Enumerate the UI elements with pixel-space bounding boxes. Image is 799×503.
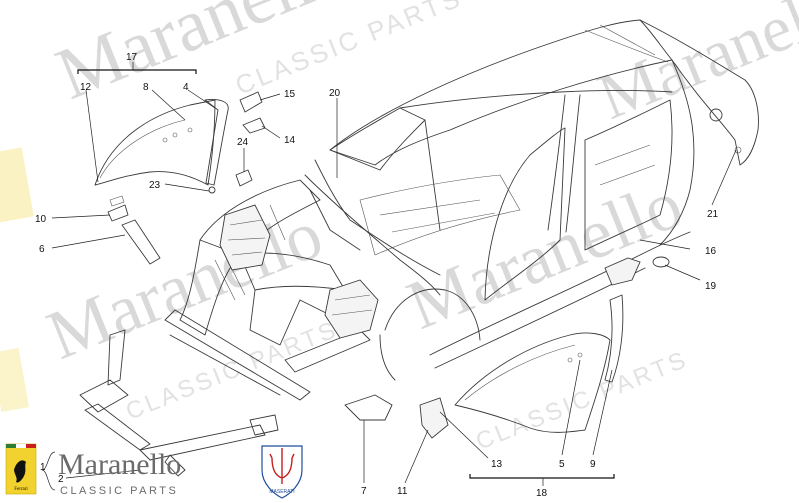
callout-9: 9 [590,459,596,470]
callout-6: 6 [39,244,45,255]
logo-subtitle-text: CLASSIC PARTS [60,485,178,497]
callout-11: 11 [397,486,408,497]
small-plate-24 [235,169,253,187]
callout-2: 2 [58,474,64,485]
side-bracket-19-area [604,257,641,286]
front-crash-structure [79,329,279,477]
callout-13: 13 [491,459,503,470]
fender-liner-strip [204,99,229,186]
callout-4: 4 [183,82,189,93]
callout-5: 5 [559,459,565,470]
small-clip-14 [242,117,266,134]
watermark-badge-top [0,147,34,223]
callout-14: 14 [284,135,296,146]
callout-19: 19 [705,281,717,292]
front-fender-left [94,99,216,186]
bracket-6 [121,219,161,265]
callout-16: 16 [705,246,717,257]
grommet-19 [652,256,670,268]
watermark-brand-3: Maranello [397,166,693,345]
callout-labels: 17 12 8 4 15 14 24 20 23 10 6 21 16 19 7… [35,52,719,499]
callout-17: 17 [126,52,138,63]
callout-12: 12 [80,82,92,93]
callout-21: 21 [707,209,719,220]
callout-18: 18 [536,488,548,499]
maserati-emblem-text: MASERATI [269,489,294,495]
front-fender-right [454,332,611,433]
ferrari-badge: Ferrari [5,443,37,495]
callout-10: 10 [35,214,47,225]
callout-15: 15 [284,89,296,100]
callout-2-leader [65,469,141,479]
logo-brand-text: Maranello [58,448,181,481]
watermark-subtitle-3: CLASSIC PARTS [472,346,692,456]
clip-10 [107,195,129,222]
maserati-emblem: MASERATI [261,445,303,499]
watermark-brand-4: Maranello [588,0,799,134]
watermark-badge-middle [0,348,29,412]
fender-strip-9 [604,294,624,383]
callout-1: 1 [40,462,46,473]
clip-23 [208,186,216,194]
callout-20: 20 [329,88,341,99]
ferrari-badge-text: Ferrari [14,487,28,492]
callout-24: 24 [237,137,249,148]
callout-8: 8 [143,82,149,93]
callout-23: 23 [149,180,161,191]
leader-lines [51,62,737,486]
body-shell [164,19,759,401]
watermark-layer: Maranello CLASSIC PARTS Maranello CLASSI… [0,0,799,456]
bracket-11 [419,397,449,439]
small-bracket-15 [239,91,263,113]
bracket-7 [344,394,393,421]
maranello-logo: Ferrari Maranello CLASSIC PARTS MASERATI [5,443,303,499]
callout-1-brace [41,451,56,491]
callout-7: 7 [361,486,367,497]
